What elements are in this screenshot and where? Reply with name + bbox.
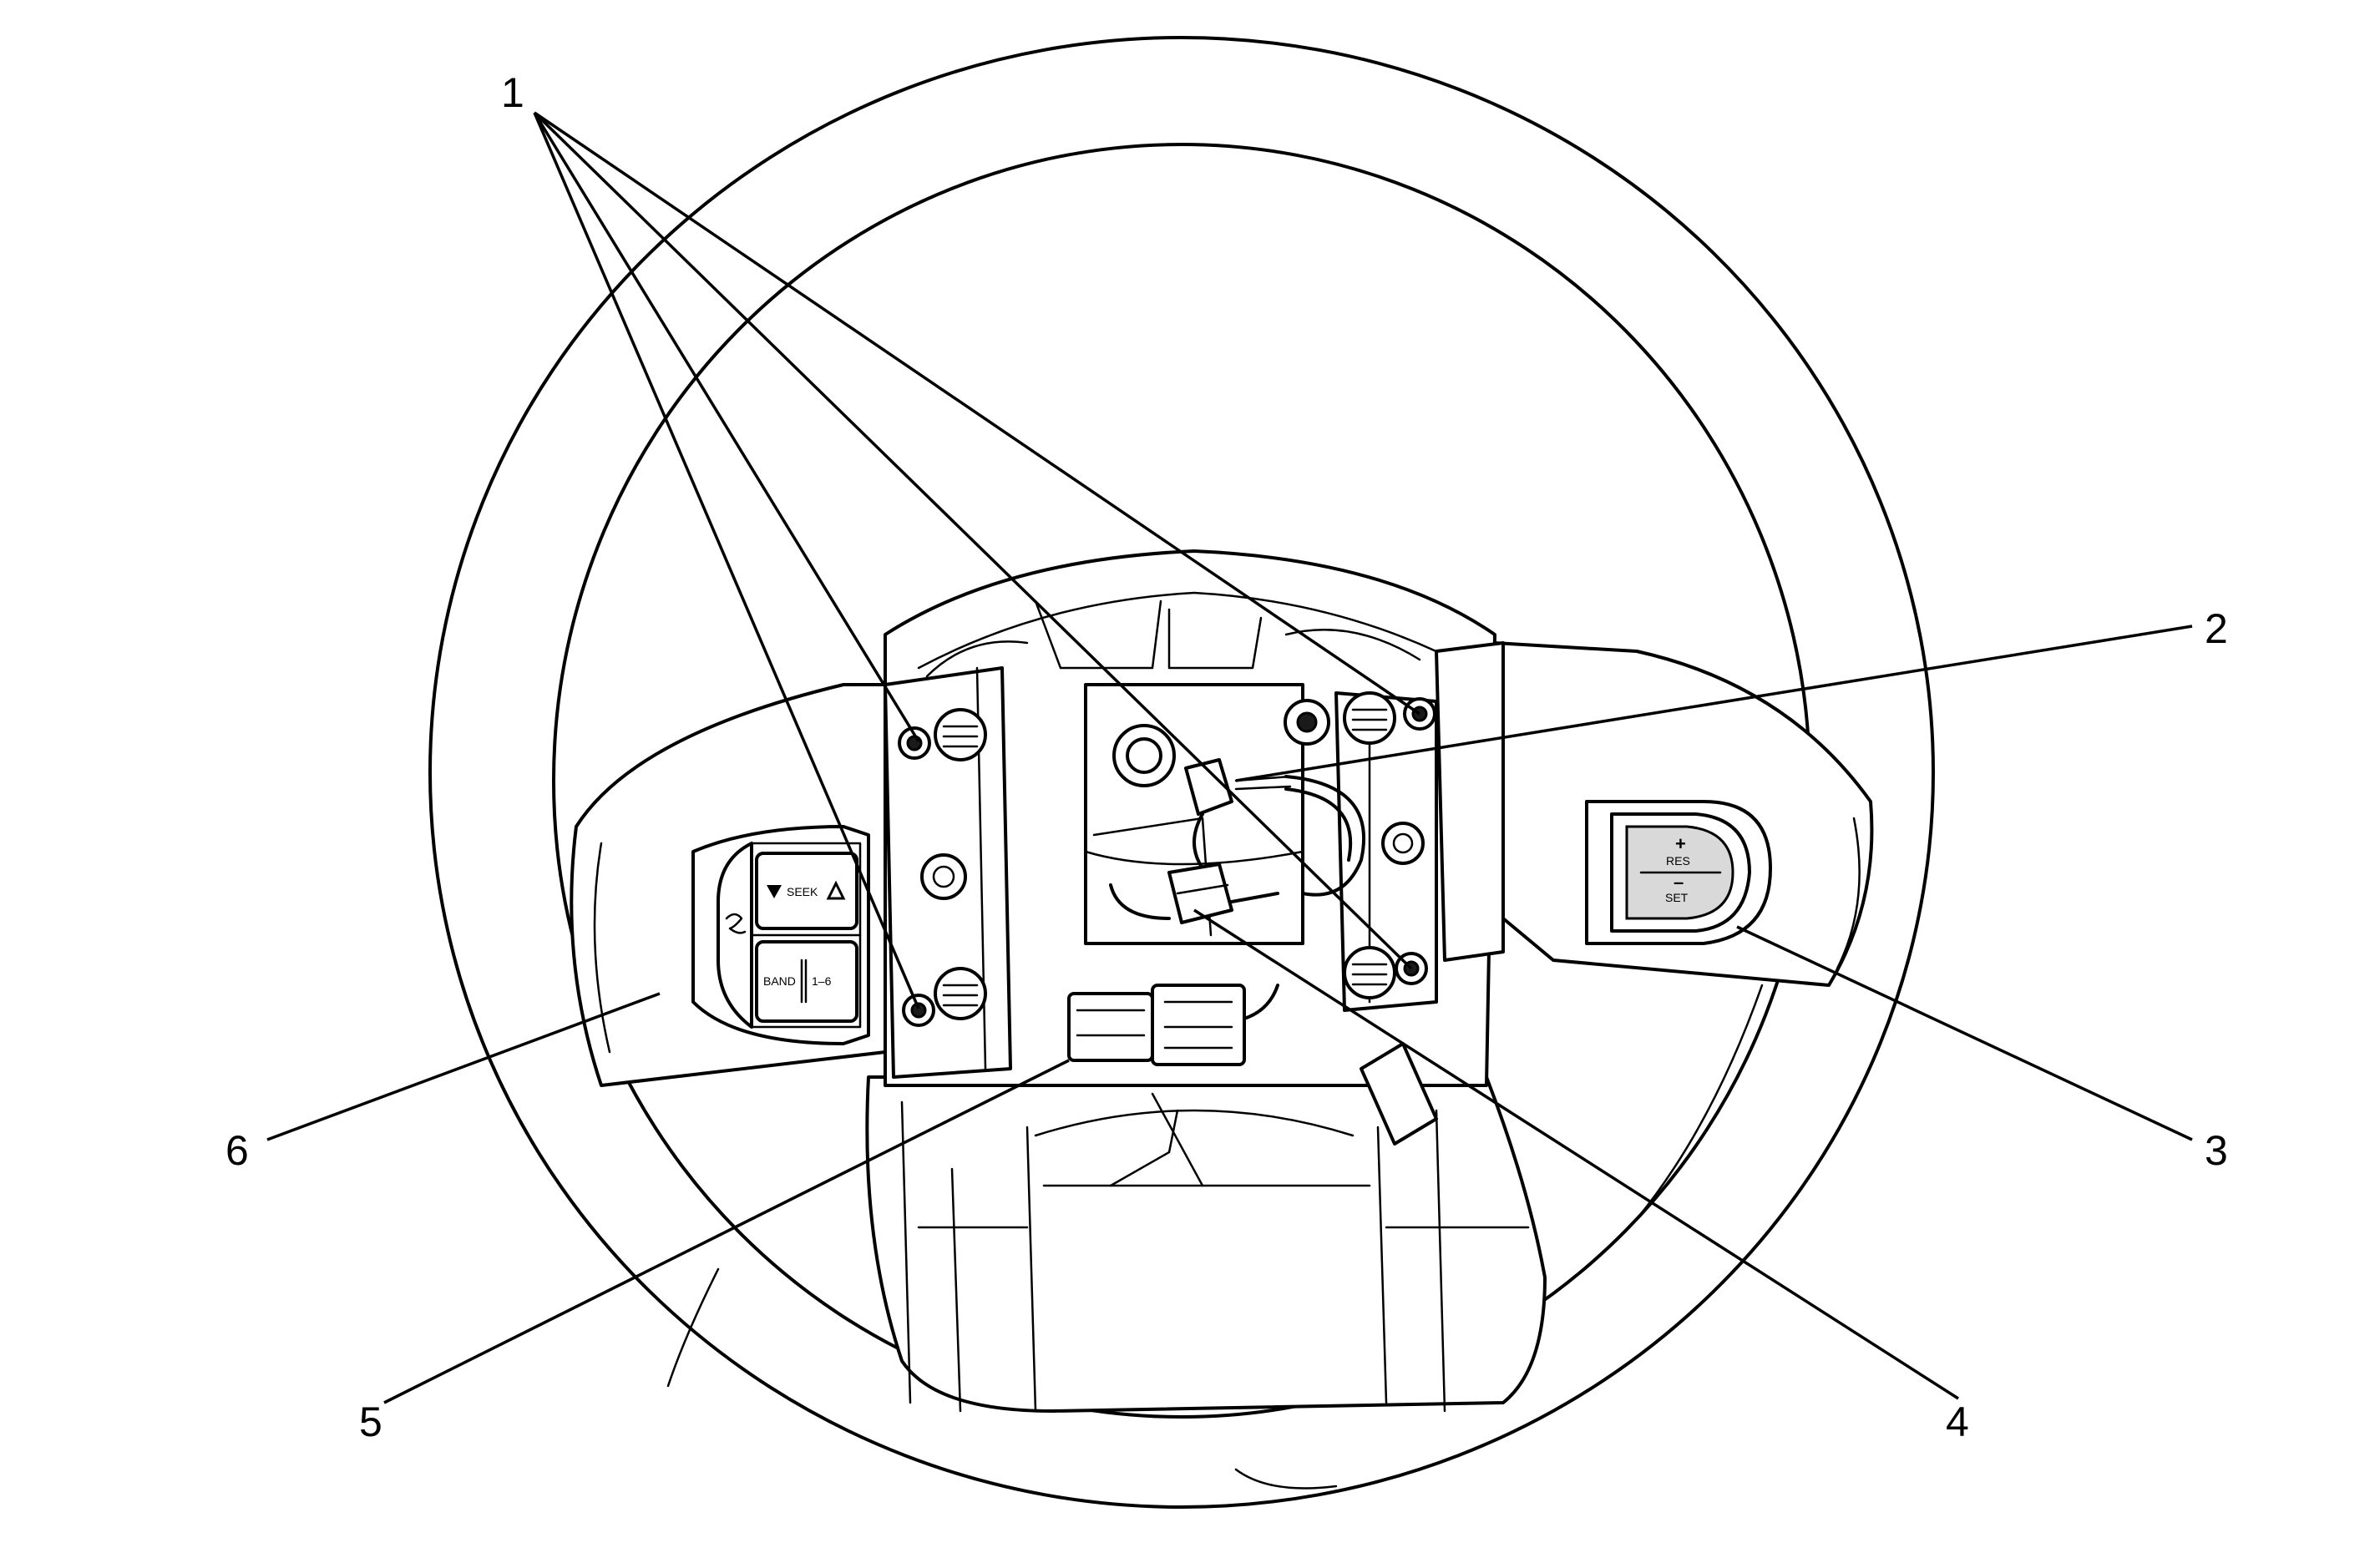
leader-2 — [1235, 625, 2193, 782]
seek-button[interactable]: SEEK — [755, 852, 858, 930]
wheel-hub-body — [570, 641, 1874, 1413]
band-label: BAND — [763, 974, 796, 988]
callout-1: 1 — [501, 69, 524, 116]
minus-label: – — [1674, 872, 1684, 893]
cruise-control-switch: + RES – SET — [1585, 800, 1772, 945]
seek-up-arrow-icon — [826, 880, 846, 900]
callout-6: 6 — [225, 1127, 249, 1174]
airbag-bolts — [898, 691, 1436, 1027]
seek-label: SEEK — [787, 885, 818, 898]
airbag-bolt-lower-left — [902, 967, 987, 1027]
leader-1-a — [533, 112, 920, 742]
band-preset-button[interactable]: BAND 1–6 — [755, 940, 858, 1023]
callout-3: 3 — [2205, 1127, 2228, 1174]
callout-4: 4 — [1946, 1399, 1969, 1445]
leader-1-b — [533, 112, 920, 1009]
leader-1-c — [534, 111, 1420, 716]
callout-2: 2 — [2205, 605, 2228, 652]
leader-lines — [266, 111, 2193, 1404]
connector-middle — [1109, 862, 1279, 924]
callout-labels: 1 2 3 4 5 6 — [225, 69, 2228, 1445]
preset-label: 1–6 — [812, 974, 832, 988]
leader-5 — [383, 1059, 1070, 1404]
airbag-cavity — [884, 549, 1505, 1146]
leader-3 — [1736, 925, 2193, 1141]
res-set-button[interactable]: + RES – SET — [1625, 825, 1734, 920]
set-label: SET — [1665, 891, 1689, 904]
leader-1-d — [533, 111, 1413, 970]
connector-lower — [1067, 984, 1279, 1066]
airbag-bolt-upper-left — [898, 708, 987, 761]
voice-call-icon — [725, 913, 747, 934]
leader-6 — [266, 992, 661, 1141]
callout-5: 5 — [359, 1399, 382, 1445]
res-label: RES — [1666, 854, 1690, 868]
leader-4 — [1193, 908, 1959, 1400]
plus-label: + — [1675, 833, 1686, 854]
audio-control-switch: SEEK BAND 1–6 — [691, 825, 870, 1045]
connector-upper — [1184, 758, 1292, 870]
seek-down-arrow-icon — [767, 885, 782, 898]
